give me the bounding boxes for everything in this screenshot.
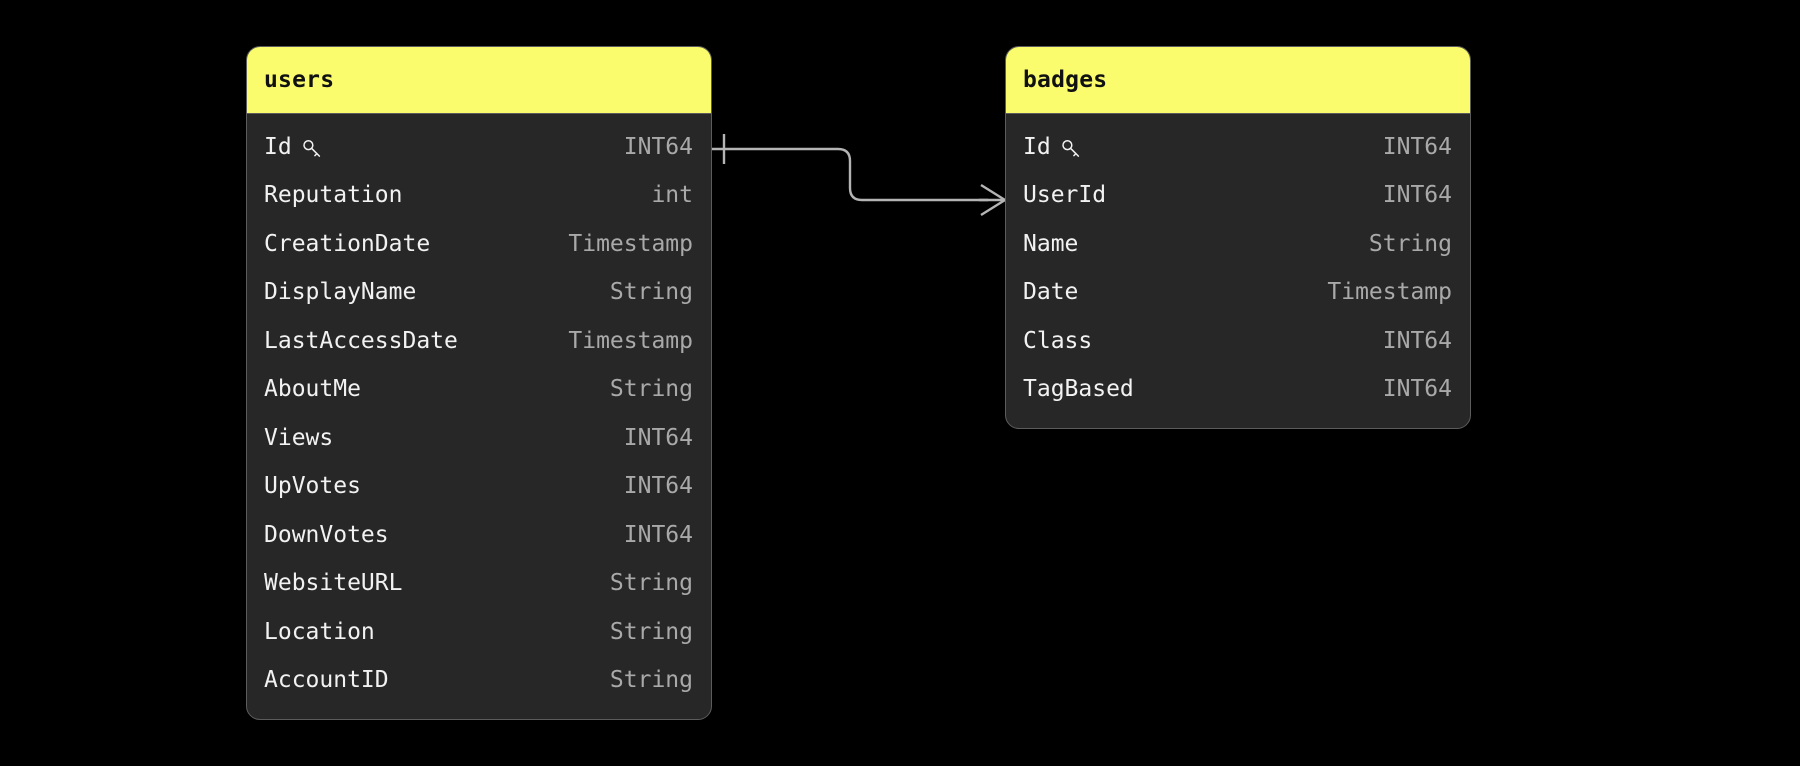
field-row[interactable]: Class INT64 (1006, 317, 1470, 366)
field-name-cell: Views (264, 424, 334, 451)
field-name-cell: Location (264, 618, 375, 645)
field-label: AccountID (264, 667, 389, 694)
cardinality-many-marker (979, 183, 1006, 217)
field-name-cell: TagBased (1023, 378, 1134, 401)
key-icon (1060, 137, 1082, 159)
field-label: TagBased (1023, 376, 1134, 403)
field-label: Date (1023, 279, 1079, 306)
field-name-cell: Name (1023, 230, 1079, 257)
field-label: Views (264, 424, 334, 451)
field-row[interactable]: Views INT64 (247, 414, 711, 463)
field-type: Timestamp (568, 230, 693, 257)
field-type: INT64 (1382, 182, 1452, 209)
field-name-cell: DownVotes (264, 521, 389, 548)
field-label: UserId (1023, 182, 1107, 209)
entity-card-badges[interactable]: badges Id INT64 UserId (1005, 46, 1471, 429)
field-name-cell: AccountID (264, 669, 389, 692)
field-row[interactable]: AccountID String (247, 657, 711, 706)
field-row[interactable]: TagBased INT64 (1006, 366, 1470, 415)
entity-fields-users: Id INT64 Reputation int (247, 114, 711, 719)
field-type: INT64 (1382, 327, 1452, 354)
field-type: String (609, 376, 693, 403)
field-type: int (651, 182, 693, 209)
entity-fields-badges: Id INT64 UserId INT64 (1006, 114, 1470, 428)
field-type: INT64 (623, 521, 693, 548)
field-row[interactable]: LastAccessDate Timestamp (247, 317, 711, 366)
field-row[interactable]: WebsiteURL String (247, 560, 711, 609)
field-row[interactable]: DisplayName String (247, 269, 711, 318)
field-label: Location (264, 618, 375, 645)
field-label: Id (264, 133, 292, 160)
field-type: String (609, 618, 693, 645)
field-row[interactable]: Reputation int (247, 172, 711, 221)
field-name-cell: WebsiteURL (264, 572, 402, 595)
field-type: String (609, 279, 693, 306)
field-label: CreationDate (264, 230, 431, 257)
field-row[interactable]: CreationDate Timestamp (247, 220, 711, 269)
field-name-cell: Class (1023, 327, 1093, 354)
field-name-cell: LastAccessDate (264, 327, 458, 354)
field-type: INT64 (1382, 376, 1452, 403)
field-type: Timestamp (568, 327, 693, 354)
field-name-cell: DisplayName (264, 281, 416, 304)
field-label: Class (1023, 327, 1093, 354)
key-icon (301, 137, 323, 159)
field-type: String (609, 570, 693, 597)
field-label: LastAccessDate (264, 327, 458, 354)
field-label: AboutMe (264, 376, 361, 403)
field-name-cell: UpVotes (264, 475, 361, 498)
field-type: INT64 (1382, 133, 1452, 160)
field-row[interactable]: AboutMe String (247, 366, 711, 415)
field-type: Timestamp (1327, 279, 1452, 306)
field-label: Name (1023, 230, 1079, 257)
field-name-cell: Id (1023, 133, 1082, 160)
field-row[interactable]: Id INT64 (247, 123, 711, 172)
field-name-cell: CreationDate (264, 230, 431, 257)
field-type: String (1368, 230, 1452, 257)
field-name-cell: Id (264, 133, 323, 160)
field-label: DownVotes (264, 521, 389, 548)
field-row[interactable]: Id INT64 (1006, 123, 1470, 172)
field-name-cell: Reputation (264, 184, 402, 207)
field-row[interactable]: DownVotes INT64 (247, 511, 711, 560)
field-label: DisplayName (264, 279, 417, 306)
field-row[interactable]: Location String (247, 608, 711, 657)
field-row[interactable]: Name String (1006, 220, 1470, 269)
field-label: Id (1023, 133, 1051, 160)
field-type: INT64 (623, 424, 693, 451)
field-row[interactable]: UpVotes INT64 (247, 463, 711, 512)
field-row[interactable]: UserId INT64 (1006, 172, 1470, 221)
field-type: INT64 (623, 473, 693, 500)
entity-title-users[interactable]: users (247, 47, 711, 114)
entity-title-badges[interactable]: badges (1006, 47, 1470, 114)
field-type: String (609, 667, 693, 694)
field-name-cell: AboutMe (264, 378, 361, 401)
field-label: UpVotes (264, 473, 361, 500)
entity-card-users[interactable]: users Id INT64 Reputatio (246, 46, 712, 720)
field-label: WebsiteURL (264, 570, 403, 597)
field-name-cell: UserId (1023, 184, 1106, 207)
field-row[interactable]: Date Timestamp (1006, 269, 1470, 318)
field-label: Reputation (264, 182, 403, 209)
field-name-cell: Date (1023, 281, 1078, 304)
field-type: INT64 (623, 133, 693, 160)
relationship-users-badges[interactable] (712, 134, 1006, 217)
